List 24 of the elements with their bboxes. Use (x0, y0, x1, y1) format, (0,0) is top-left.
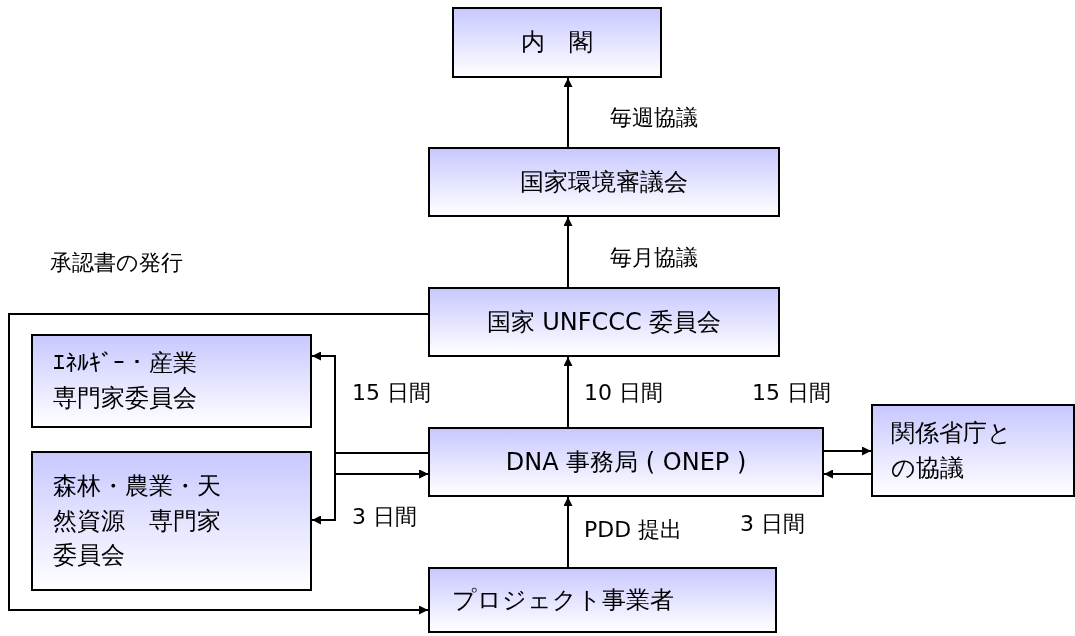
process-box (428, 567, 777, 633)
box-label: ｴﾈﾙｷﾞｰ・産業専門家委員会 (53, 348, 198, 414)
process-box (31, 334, 312, 428)
arrow (563, 216, 573, 288)
box-label: 関係省庁との協議 (891, 417, 1013, 484)
process-box (428, 427, 824, 497)
arrow (823, 469, 872, 479)
process-box (452, 7, 662, 78)
box-label: DNA 事務局 ( ONEP ) (505, 446, 747, 478)
box-label: 国家 UNFCCC 委員会 (486, 306, 722, 338)
arrow (8, 313, 429, 615)
box-label: プロジェクト事業者 (452, 584, 674, 616)
arrow (563, 356, 573, 428)
box-label: 国家環境審議会 (520, 166, 688, 198)
process-box (428, 287, 780, 357)
arrow (563, 496, 573, 568)
arrow (311, 469, 429, 521)
box-label: 森林・農業・天然資源 専門家委員会 (53, 470, 222, 572)
process-box (428, 147, 780, 217)
box-label: 内 閣 (521, 27, 593, 59)
process-box (31, 451, 312, 591)
process-box (871, 404, 1075, 497)
arrow (823, 446, 872, 456)
arrow (563, 77, 573, 148)
